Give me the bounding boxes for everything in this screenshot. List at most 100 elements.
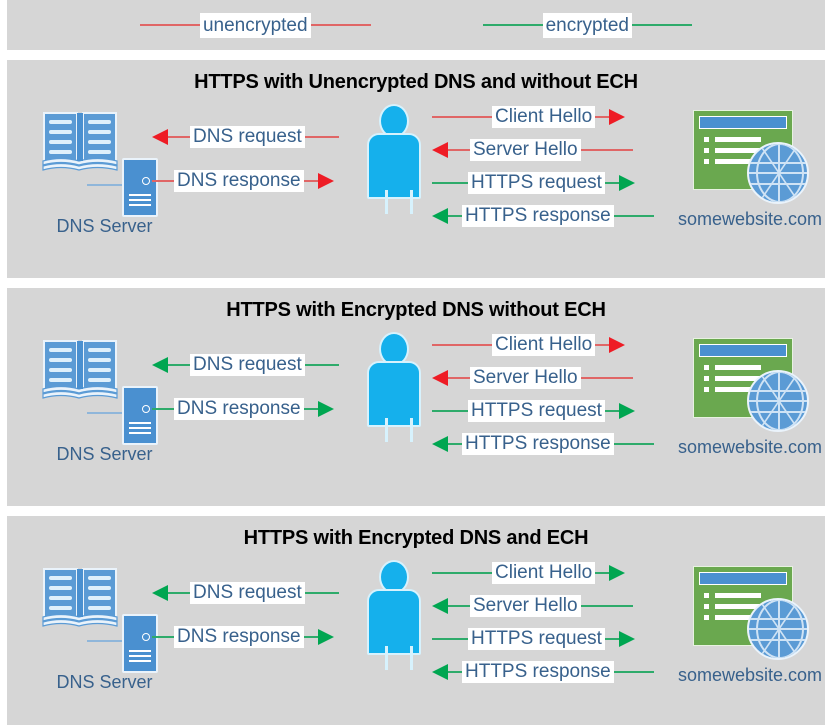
dns-server-label: DNS Server xyxy=(56,216,153,236)
flow-dns-response: DNS response xyxy=(152,626,382,648)
book-icon xyxy=(42,340,118,399)
person-head xyxy=(379,332,409,366)
flow-line xyxy=(448,671,462,673)
flow-line xyxy=(303,180,318,182)
book-icon xyxy=(42,112,118,171)
flow-line xyxy=(168,592,190,594)
gear-icon xyxy=(142,633,150,641)
person-arm-right xyxy=(410,418,413,442)
panel-title: HTTPS with Encrypted DNS and ECH xyxy=(243,527,589,549)
text-bar xyxy=(715,615,761,620)
flow-label: DNS request xyxy=(190,582,305,604)
flow-line xyxy=(595,572,610,574)
server-lines xyxy=(129,419,151,434)
arrowhead-right-icon xyxy=(618,175,635,191)
line-swatch-icon xyxy=(632,24,693,26)
flow-label: Server Hello xyxy=(470,595,581,617)
flow-line xyxy=(448,605,470,607)
arrowhead-right-icon xyxy=(317,629,334,645)
flow-https-request: HTTPS request xyxy=(432,400,672,422)
globe-icon xyxy=(747,370,809,432)
bullet-icon xyxy=(704,615,709,620)
flow-label: DNS request xyxy=(190,126,305,148)
arrowhead-left-icon xyxy=(152,585,168,601)
flow-label: Server Hello xyxy=(470,367,581,389)
server-tower-icon xyxy=(122,158,158,217)
list-item xyxy=(704,376,761,381)
gear-icon xyxy=(142,177,150,185)
content-list xyxy=(704,593,761,626)
flow-label: HTTPS response xyxy=(462,433,614,455)
flow-server-hello: Server Hello xyxy=(432,367,672,389)
flow-line xyxy=(580,149,633,151)
line-swatch-icon xyxy=(310,24,371,26)
flow-client-hello: Client Hello xyxy=(432,334,672,356)
person-arm-left xyxy=(385,646,388,670)
arrowhead-right-icon xyxy=(618,631,635,647)
flow-line xyxy=(580,605,633,607)
list-item xyxy=(704,137,761,142)
panel-unencrypted-dns: HTTPS with Unencrypted DNS and without E… xyxy=(7,60,825,278)
panel-title: HTTPS with Encrypted DNS without ECH xyxy=(226,299,606,321)
line-swatch-icon xyxy=(139,24,200,26)
list-item xyxy=(704,365,761,370)
website-node: somewebsite.com xyxy=(675,562,825,692)
flow-line xyxy=(152,180,174,182)
title-bar xyxy=(699,344,787,357)
connection-line xyxy=(87,184,124,186)
flow-line xyxy=(604,410,619,412)
person-leg-split xyxy=(397,203,401,231)
flow-line xyxy=(152,408,174,410)
title-bar xyxy=(699,116,787,129)
person-icon xyxy=(362,332,422,459)
flow-line xyxy=(432,638,468,640)
book-icon xyxy=(42,568,118,627)
book-icon-wrap xyxy=(41,565,119,633)
list-item xyxy=(704,159,761,164)
bullet-icon xyxy=(704,593,709,598)
panel-encrypted-dns-and-ech: HTTPS with Encrypted DNS and ECH DNS Ser… xyxy=(7,516,825,725)
flow-label: HTTPS request xyxy=(468,628,605,650)
text-bar xyxy=(715,148,761,153)
bullet-icon xyxy=(704,137,709,142)
flow-dns-response: DNS response xyxy=(152,398,382,420)
flow-line xyxy=(304,136,339,138)
flow-line xyxy=(432,410,468,412)
person-body xyxy=(367,361,421,459)
bullet-icon xyxy=(704,604,709,609)
website-label: somewebsite.com xyxy=(677,437,823,457)
flow-line xyxy=(432,116,492,118)
website-node: somewebsite.com xyxy=(675,334,825,464)
title-bar xyxy=(699,572,787,585)
list-item xyxy=(704,593,761,598)
arrowhead-left-icon xyxy=(432,598,448,614)
legend-label: encrypted xyxy=(542,12,633,38)
flow-https-response: HTTPS response xyxy=(432,661,672,683)
legend-band: unencrypted encrypted xyxy=(7,0,825,50)
dns-server-node: DNS Server xyxy=(27,562,182,692)
person-icon xyxy=(362,560,422,687)
flow-label: Client Hello xyxy=(492,334,596,356)
flow-dns-request: DNS request xyxy=(152,126,382,148)
arrowhead-left-icon xyxy=(152,357,168,373)
text-bar xyxy=(715,376,761,381)
flow-label: HTTPS response xyxy=(462,661,614,683)
flow-client-hello: Client Hello xyxy=(432,106,672,128)
flow-server-hello: Server Hello xyxy=(432,595,672,617)
flow-line xyxy=(580,377,633,379)
gear-icon xyxy=(142,405,150,413)
flow-line xyxy=(613,671,654,673)
flow-line xyxy=(432,572,492,574)
legend-item-unencrypted: unencrypted xyxy=(139,12,371,38)
flow-line xyxy=(303,408,318,410)
flow-line xyxy=(595,116,610,118)
flow-label: DNS request xyxy=(190,354,305,376)
person-arm-right xyxy=(410,190,413,214)
panel-encrypted-dns-no-ech: HTTPS with Encrypted DNS without ECH DNS… xyxy=(7,288,825,506)
flow-dns-request: DNS request xyxy=(152,354,382,376)
arrowhead-right-icon xyxy=(609,565,626,581)
arrowhead-left-icon xyxy=(432,208,448,224)
flow-label: Client Hello xyxy=(492,562,596,584)
flow-line xyxy=(168,136,190,138)
